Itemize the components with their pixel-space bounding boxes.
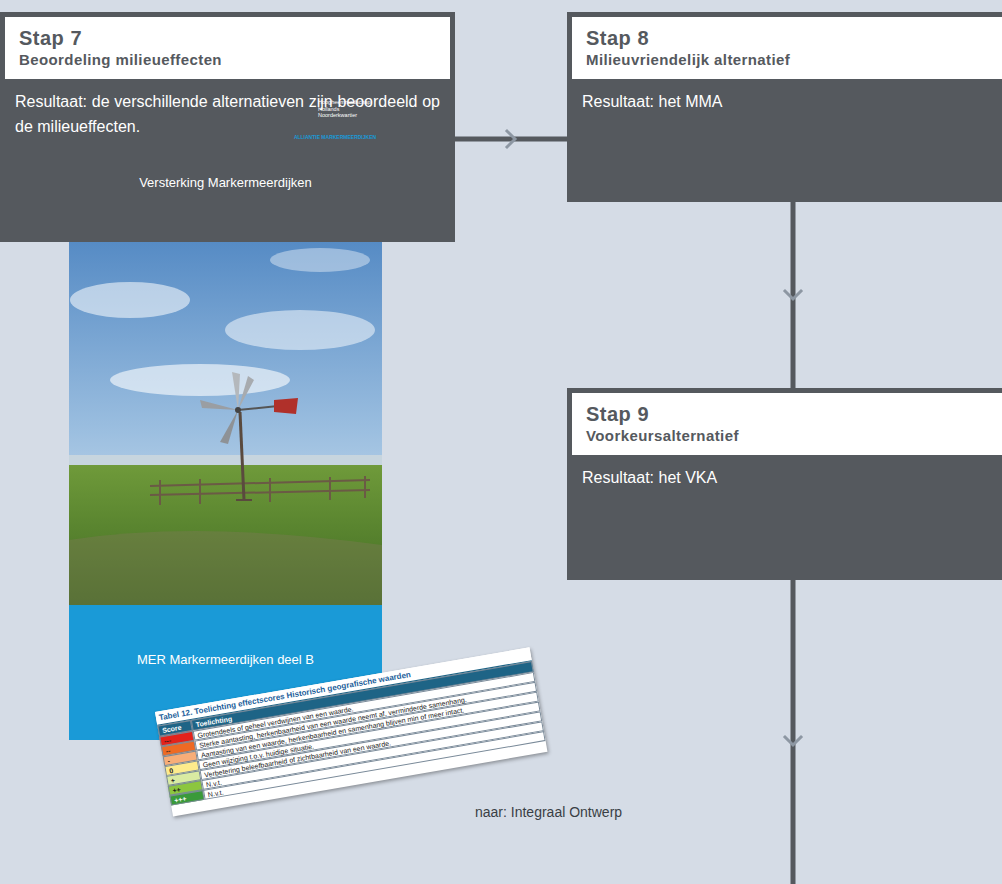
step-header: Stap 8Milieuvriendelijk alternatief: [572, 17, 1002, 79]
step-body: Resultaat: de verschillende alternatieve…: [5, 79, 450, 149]
arrow-chevron: [785, 291, 801, 299]
step-result: Resultaat: het VKA: [582, 465, 992, 490]
logo-text: Hoogheemraadschap Hollands Noorderkwarti…: [318, 99, 378, 119]
flow-connector: [785, 202, 801, 388]
step-body: Resultaat: het VKA: [572, 455, 1002, 500]
step-number: Stap 8: [586, 26, 988, 50]
step-number: Stap 9: [586, 402, 988, 426]
connector-line: [791, 202, 796, 388]
cover-photo: [69, 223, 382, 605]
step-number: Stap 7: [19, 26, 436, 50]
step-box: Stap 9VoorkeursalternatiefResultaat: het…: [567, 388, 1002, 580]
table-image: Tabel 12. Toelichting effectscores Histo…: [155, 647, 547, 816]
step-body: Resultaat: het MMA: [572, 79, 1002, 124]
step-box: Stap 8Milieuvriendelijk alternatiefResul…: [567, 12, 1002, 202]
continuation-note: naar: Integraal Ontwerp: [475, 803, 675, 821]
step-box: Stap 7Beoordeling milieueffectenResultaa…: [0, 12, 455, 242]
step-result: Resultaat: de verschillende alternatieve…: [15, 89, 440, 139]
arrow-chevron: [507, 131, 515, 147]
step-header: Stap 9Voorkeursalternatief: [572, 393, 1002, 455]
step-title: Beoordeling milieueffecten: [19, 50, 436, 70]
step-header: Stap 7Beoordeling milieueffecten: [5, 17, 450, 79]
logo-banner-text: ALLIANTIE MARKERMEERDIJKEN: [290, 134, 380, 141]
flow-connector: [455, 131, 567, 147]
cover-title: Versterking Markermeerdijken: [69, 175, 382, 191]
connector-line: [455, 137, 567, 142]
step-title: Milieuvriendelijk alternatief: [586, 50, 988, 70]
cover-subtitle: MER Markermeerdijken deel B: [69, 652, 382, 668]
step-result: Resultaat: het MMA: [582, 89, 992, 114]
continuation-line: [785, 575, 801, 884]
step-title: Voorkeursalternatief: [586, 426, 988, 446]
